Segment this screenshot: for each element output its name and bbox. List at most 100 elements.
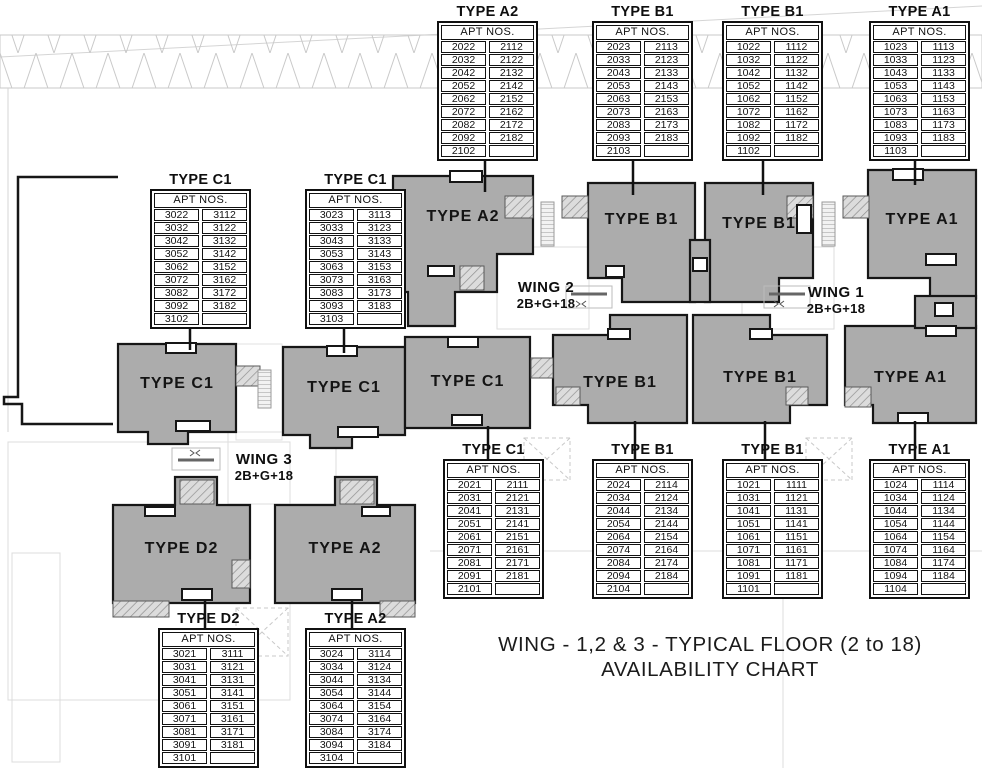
apt-number-cell: 1044	[873, 505, 918, 517]
apt-number-cell: 3123	[357, 222, 402, 234]
apt-number-cell: 1071	[726, 544, 771, 556]
apt-number-cell: 2161	[495, 544, 540, 556]
apt-number-cell: 1101	[726, 583, 771, 595]
table-header-apt-nos: APT NOS.	[873, 463, 966, 478]
apt-number-cell-empty	[202, 313, 247, 325]
apt-number-cell: 3074	[309, 713, 354, 725]
apt-number-cell: 2052	[441, 80, 486, 92]
table-title: TYPE C1	[169, 172, 232, 188]
apt-number-cell: 1074	[873, 544, 918, 556]
apt-number-cell: 3022	[154, 209, 199, 221]
apt-number-cell: 2141	[495, 518, 540, 530]
apt-number-cell: 1113	[921, 41, 966, 53]
table-header-apt-nos: APT NOS.	[447, 463, 540, 478]
apt-number-cell: 2121	[495, 492, 540, 504]
apt-number-cell: 1052	[726, 80, 771, 92]
table-header-apt-nos: APT NOS.	[441, 25, 534, 40]
apt-number-cell-empty	[357, 313, 402, 325]
balcony-hatches	[112, 195, 872, 618]
apt-number-cell: 2162	[489, 106, 534, 118]
block-type-b1-wing2-top	[586, 181, 697, 304]
apt-number-cell: 3174	[357, 726, 402, 738]
apt-number-cell: 3052	[154, 248, 199, 260]
wing2-label: WING 2 2B+G+18	[498, 279, 594, 311]
apt-number-cell: 2143	[644, 80, 689, 92]
apt-number-cell: 2084	[596, 557, 641, 569]
apt-number-cell: 2031	[447, 492, 492, 504]
apt-number-cell: 1102	[726, 145, 771, 157]
apt-number-cell: 2181	[495, 570, 540, 582]
apt-number-cell: 2054	[596, 518, 641, 530]
apt-number-cell: 1134	[921, 505, 966, 517]
apt-number-cell: 1091	[726, 570, 771, 582]
apt-number-cell: 1043	[873, 67, 918, 79]
apt-number-cell: 1064	[873, 531, 918, 543]
apt-number-cell: 1092	[726, 132, 771, 144]
table-title: TYPE A1	[888, 442, 951, 458]
apt-number-cell: 2172	[489, 119, 534, 131]
apt-number-cell: 1131	[774, 505, 819, 517]
apt-number-cell: 2102	[441, 145, 486, 157]
apt-number-cell: 3142	[202, 248, 247, 260]
table-header-apt-nos: APT NOS.	[154, 193, 247, 208]
apt-number-cell: 2131	[495, 505, 540, 517]
block-label-type-b1-wing1-bottom: TYPE B1	[723, 369, 797, 386]
apt-number-cell: 1172	[774, 119, 819, 131]
apt-number-cell: 3141	[210, 687, 255, 699]
apt-number-cell-empty	[774, 583, 819, 595]
apt-number-cell: 1051	[726, 518, 771, 530]
apt-number-cell: 1082	[726, 119, 771, 131]
apt-number-cell: 3091	[162, 739, 207, 751]
apt-number-cell: 2041	[447, 505, 492, 517]
apt-number-cell: 2022	[441, 41, 486, 53]
table-title: TYPE C1	[324, 172, 387, 188]
apt-number-cell: 1114	[921, 479, 966, 491]
table-title: TYPE A2	[456, 4, 519, 20]
table-header-apt-nos: APT NOS.	[596, 463, 689, 478]
apt-number-cell: 3151	[210, 700, 255, 712]
apt-number-cell: 3121	[210, 661, 255, 673]
apt-number-cell: 3081	[162, 726, 207, 738]
apt-number-cell: 3124	[357, 661, 402, 673]
apt-number-cell: 2122	[489, 54, 534, 66]
apt-number-cell: 2051	[447, 518, 492, 530]
apt-number-cell-empty	[921, 145, 966, 157]
apt-number-cell: 3112	[202, 209, 247, 221]
apt-number-cell: 1024	[873, 479, 918, 491]
apt-number-cell: 3023	[309, 209, 354, 221]
apt-number-cell: 2112	[489, 41, 534, 53]
apt-number-cell: 2023	[596, 41, 641, 53]
apt-number-cell-empty	[921, 583, 966, 595]
apt-number-cell: 2042	[441, 67, 486, 79]
apt-number-cell: 1083	[873, 119, 918, 131]
apt-number-cell: 1163	[921, 106, 966, 118]
apt-number-cell-empty	[644, 145, 689, 157]
apt-number-cell: 3063	[309, 261, 354, 273]
apt-number-cell: 3061	[162, 700, 207, 712]
apt-number-cell: 3082	[154, 287, 199, 299]
apt-number-cell: 2103	[596, 145, 641, 157]
apt-number-cell: 3094	[309, 739, 354, 751]
building-blocks	[111, 168, 978, 605]
apt-number-cell: 2074	[596, 544, 641, 556]
apt-number-cell: 3093	[309, 300, 354, 312]
apt-number-cell: 3092	[154, 300, 199, 312]
apt-number-cell: 2163	[644, 106, 689, 118]
apt-number-cell: 2082	[441, 119, 486, 131]
block-label-type-b1-wing1-top: TYPE B1	[722, 215, 796, 232]
block-label-type-a1-wing1-top: TYPE A1	[885, 211, 959, 228]
table-header-apt-nos: APT NOS.	[596, 25, 689, 40]
apt-number-cell: 2123	[644, 54, 689, 66]
apt-number-cell: 1111	[774, 479, 819, 491]
apt-number-cell: 3064	[309, 700, 354, 712]
apt-number-cell: 2062	[441, 93, 486, 105]
wing3-label: WING 3 2B+G+18	[216, 451, 312, 483]
apt-number-cell-empty	[644, 583, 689, 595]
apt-number-cell-empty	[357, 752, 402, 764]
apt-number-cell: 1023	[873, 41, 918, 53]
apt-number-cell: 2092	[441, 132, 486, 144]
apt-number-cell: 2171	[495, 557, 540, 569]
